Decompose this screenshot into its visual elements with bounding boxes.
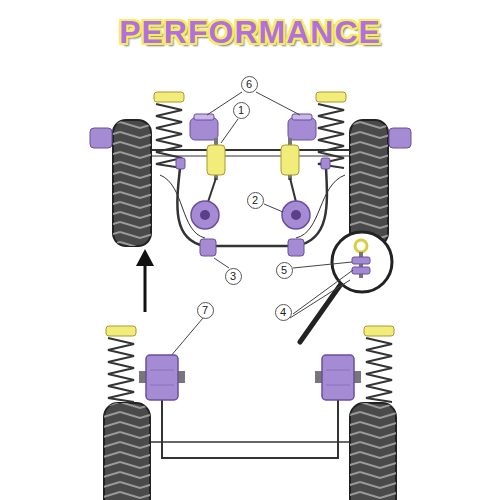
leader-lines bbox=[170, 92, 353, 357]
callout-number: 1 bbox=[233, 102, 250, 119]
direction-arrow bbox=[136, 249, 154, 312]
callout-number: 7 bbox=[197, 302, 214, 319]
rear-axle bbox=[90, 92, 411, 342]
callout-number: 6 bbox=[241, 76, 258, 93]
diagram-title: PERFORMANCE bbox=[0, 14, 500, 51]
front-axle bbox=[104, 326, 396, 500]
callout-number: 3 bbox=[225, 268, 242, 285]
callout-number: 2 bbox=[247, 192, 264, 209]
callout-number: 4 bbox=[275, 304, 292, 321]
callout-number: 5 bbox=[276, 262, 293, 279]
